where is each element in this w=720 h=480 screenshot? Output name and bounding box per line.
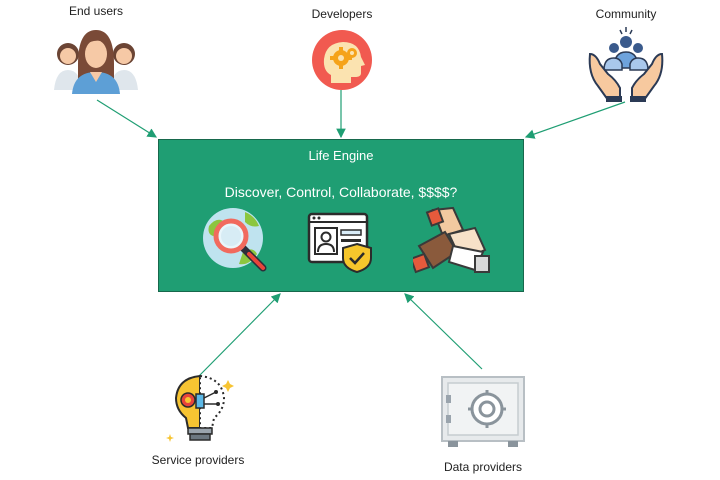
hub-title: Life Engine bbox=[308, 148, 374, 163]
label-community: Community bbox=[595, 7, 657, 21]
arrow-community bbox=[524, 101, 626, 139]
label-end-users: End users bbox=[68, 4, 124, 18]
label-service-providers: Service providers bbox=[151, 453, 245, 467]
life-engine-box: Life Engine Discover, Control, Collabora… bbox=[158, 139, 524, 292]
hub-subtitle: Discover, Control, Collaborate, $$$$? bbox=[224, 184, 458, 200]
safe-vault-icon bbox=[441, 376, 525, 447]
arrow-end-users bbox=[96, 99, 158, 138]
arrow-service-providers bbox=[198, 293, 281, 377]
hands-community-icon bbox=[588, 27, 664, 102]
lightbulb-circuit-icon bbox=[166, 374, 234, 442]
globe-search-icon bbox=[203, 208, 267, 272]
head-gears-icon bbox=[312, 30, 372, 90]
label-developers: Developers bbox=[311, 7, 373, 21]
identity-card-shield-icon bbox=[307, 212, 372, 274]
arrow-data-providers bbox=[404, 293, 483, 370]
hands-together-icon bbox=[413, 206, 490, 274]
label-data-providers: Data providers bbox=[443, 460, 523, 474]
people-group-icon bbox=[54, 30, 138, 94]
